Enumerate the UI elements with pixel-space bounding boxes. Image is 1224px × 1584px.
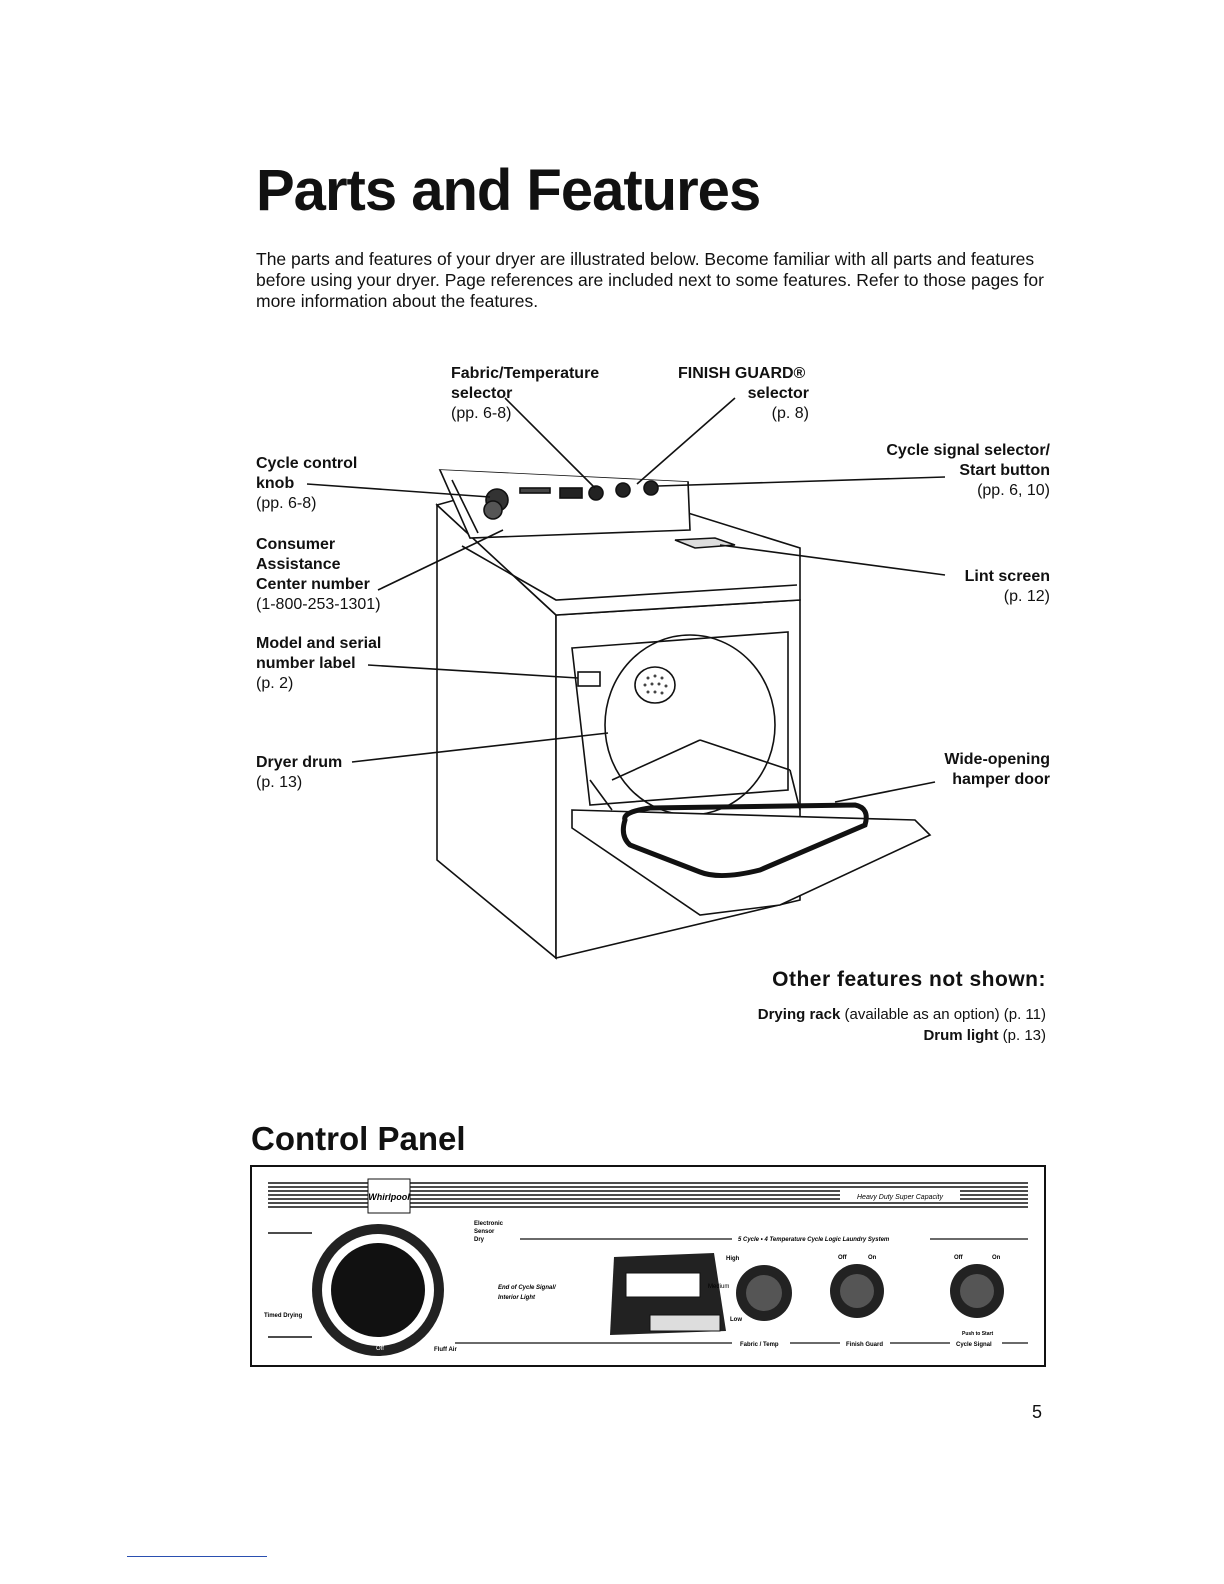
sensor-dry-line-2: Sensor <box>474 1229 495 1235</box>
push-to-start-label: Push to Start <box>962 1331 993 1337</box>
footer-rule <box>127 1556 267 1557</box>
brand-logo: Whirlpool <box>368 1192 410 1202</box>
page-title: Parts and Features <box>256 158 761 223</box>
callout-fabric-temp: Fabric/Temperature selector (pp. 6-8) <box>451 365 600 422</box>
callout-cycle-control: Cycle control knob (pp. 6-8) <box>256 455 358 512</box>
medium-label: Medium <box>708 1284 729 1290</box>
dial-off-label: Off <box>370 1235 378 1241</box>
control-panel-illustration: Whirlpool Heavy Duty Super Capacity Time… <box>250 1165 1046 1367</box>
cycle-signal-off: Off <box>954 1255 964 1261</box>
sensor-dry-line-1: Electronic <box>474 1221 504 1227</box>
sensor-dry-line-3: Dry <box>474 1237 485 1243</box>
timed-drying-label: Timed Drying <box>264 1313 303 1319</box>
page-number: 5 <box>1032 1402 1043 1422</box>
callout-cycle-signal: Cycle signal selector/ Start button (pp.… <box>886 442 1050 499</box>
capacity-text: Heavy Duty Super Capacity <box>857 1194 943 1201</box>
other-features-list: Drying rack (available as an option) (p.… <box>640 1004 1046 1046</box>
callout-hamper-door: Wide-opening hamper door <box>944 751 1050 788</box>
other-features-heading: Other features not shown: <box>772 968 1046 991</box>
other-feature-item: Drying rack (available as an option) (p.… <box>757 1006 1046 1023</box>
callout-model-serial: Model and serial number label (p. 2) <box>256 635 382 692</box>
intro-paragraph: The parts and features of your dryer are… <box>256 249 1044 311</box>
dryer-illustration <box>306 397 946 960</box>
cycle-signal-on: On <box>992 1255 1001 1261</box>
control-panel-title: Control Panel <box>251 1120 466 1157</box>
end-cycle-line-2: Interior Light <box>498 1295 536 1301</box>
fluff-air-label: Fluff Air <box>434 1347 457 1353</box>
other-feature-item: Drum light (p. 13) <box>923 1027 1046 1044</box>
callout-finish-guard: FINISH GUARD® selector (p. 8) <box>678 365 809 422</box>
knob-label-signal: Cycle Signal <box>956 1342 992 1348</box>
callout-dryer-drum: Dryer drum (p. 13) <box>256 754 343 791</box>
callout-lint-screen: Lint screen (p. 12) <box>964 568 1050 605</box>
callout-consumer-assistance: Consumer Assistance Center number (1-800… <box>256 536 381 613</box>
end-cycle-line-1: End of Cycle Signal/ <box>498 1285 557 1291</box>
knob-label-fabric: Fabric / Temp <box>740 1342 779 1348</box>
low-label: Low <box>730 1317 742 1323</box>
cycle-logic-text: 5 Cycle • 4 Temperature Cycle Logic Laun… <box>738 1237 890 1243</box>
finish-guard-on: On <box>868 1255 877 1261</box>
high-label: High <box>726 1256 740 1262</box>
finish-guard-off: Off <box>838 1255 848 1261</box>
dial-off-label-2: Off <box>376 1346 384 1352</box>
knob-label-finish: Finish Guard <box>846 1342 883 1348</box>
